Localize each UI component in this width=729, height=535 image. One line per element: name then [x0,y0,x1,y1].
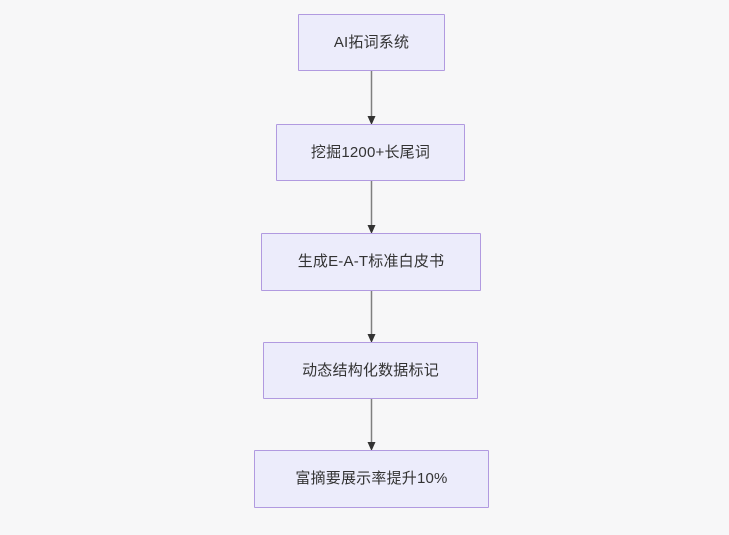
flow-node-label: 富摘要展示率提升10% [295,470,448,487]
flow-node-label: AI拓词系统 [333,33,410,51]
flow-node-dynamic-structured-data-markup[interactable]: 动态结构化数据标记 [263,342,478,399]
flow-node-ai-keyword-system[interactable]: AI拓词系统 [298,14,445,71]
flow-node-rich-snippet-impression-lift[interactable]: 富摘要展示率提升10% [254,450,489,508]
flow-node-label: 生成E-A-T标准白皮书 [297,253,445,270]
flow-node-label: 动态结构化数据标记 [302,361,439,379]
flow-node-mine-longtail-keywords[interactable]: 挖掘1200+长尾词 [276,124,465,181]
flow-node-generate-eat-whitepaper[interactable]: 生成E-A-T标准白皮书 [261,233,481,291]
flow-node-label: 挖掘1200+长尾词 [310,143,431,161]
